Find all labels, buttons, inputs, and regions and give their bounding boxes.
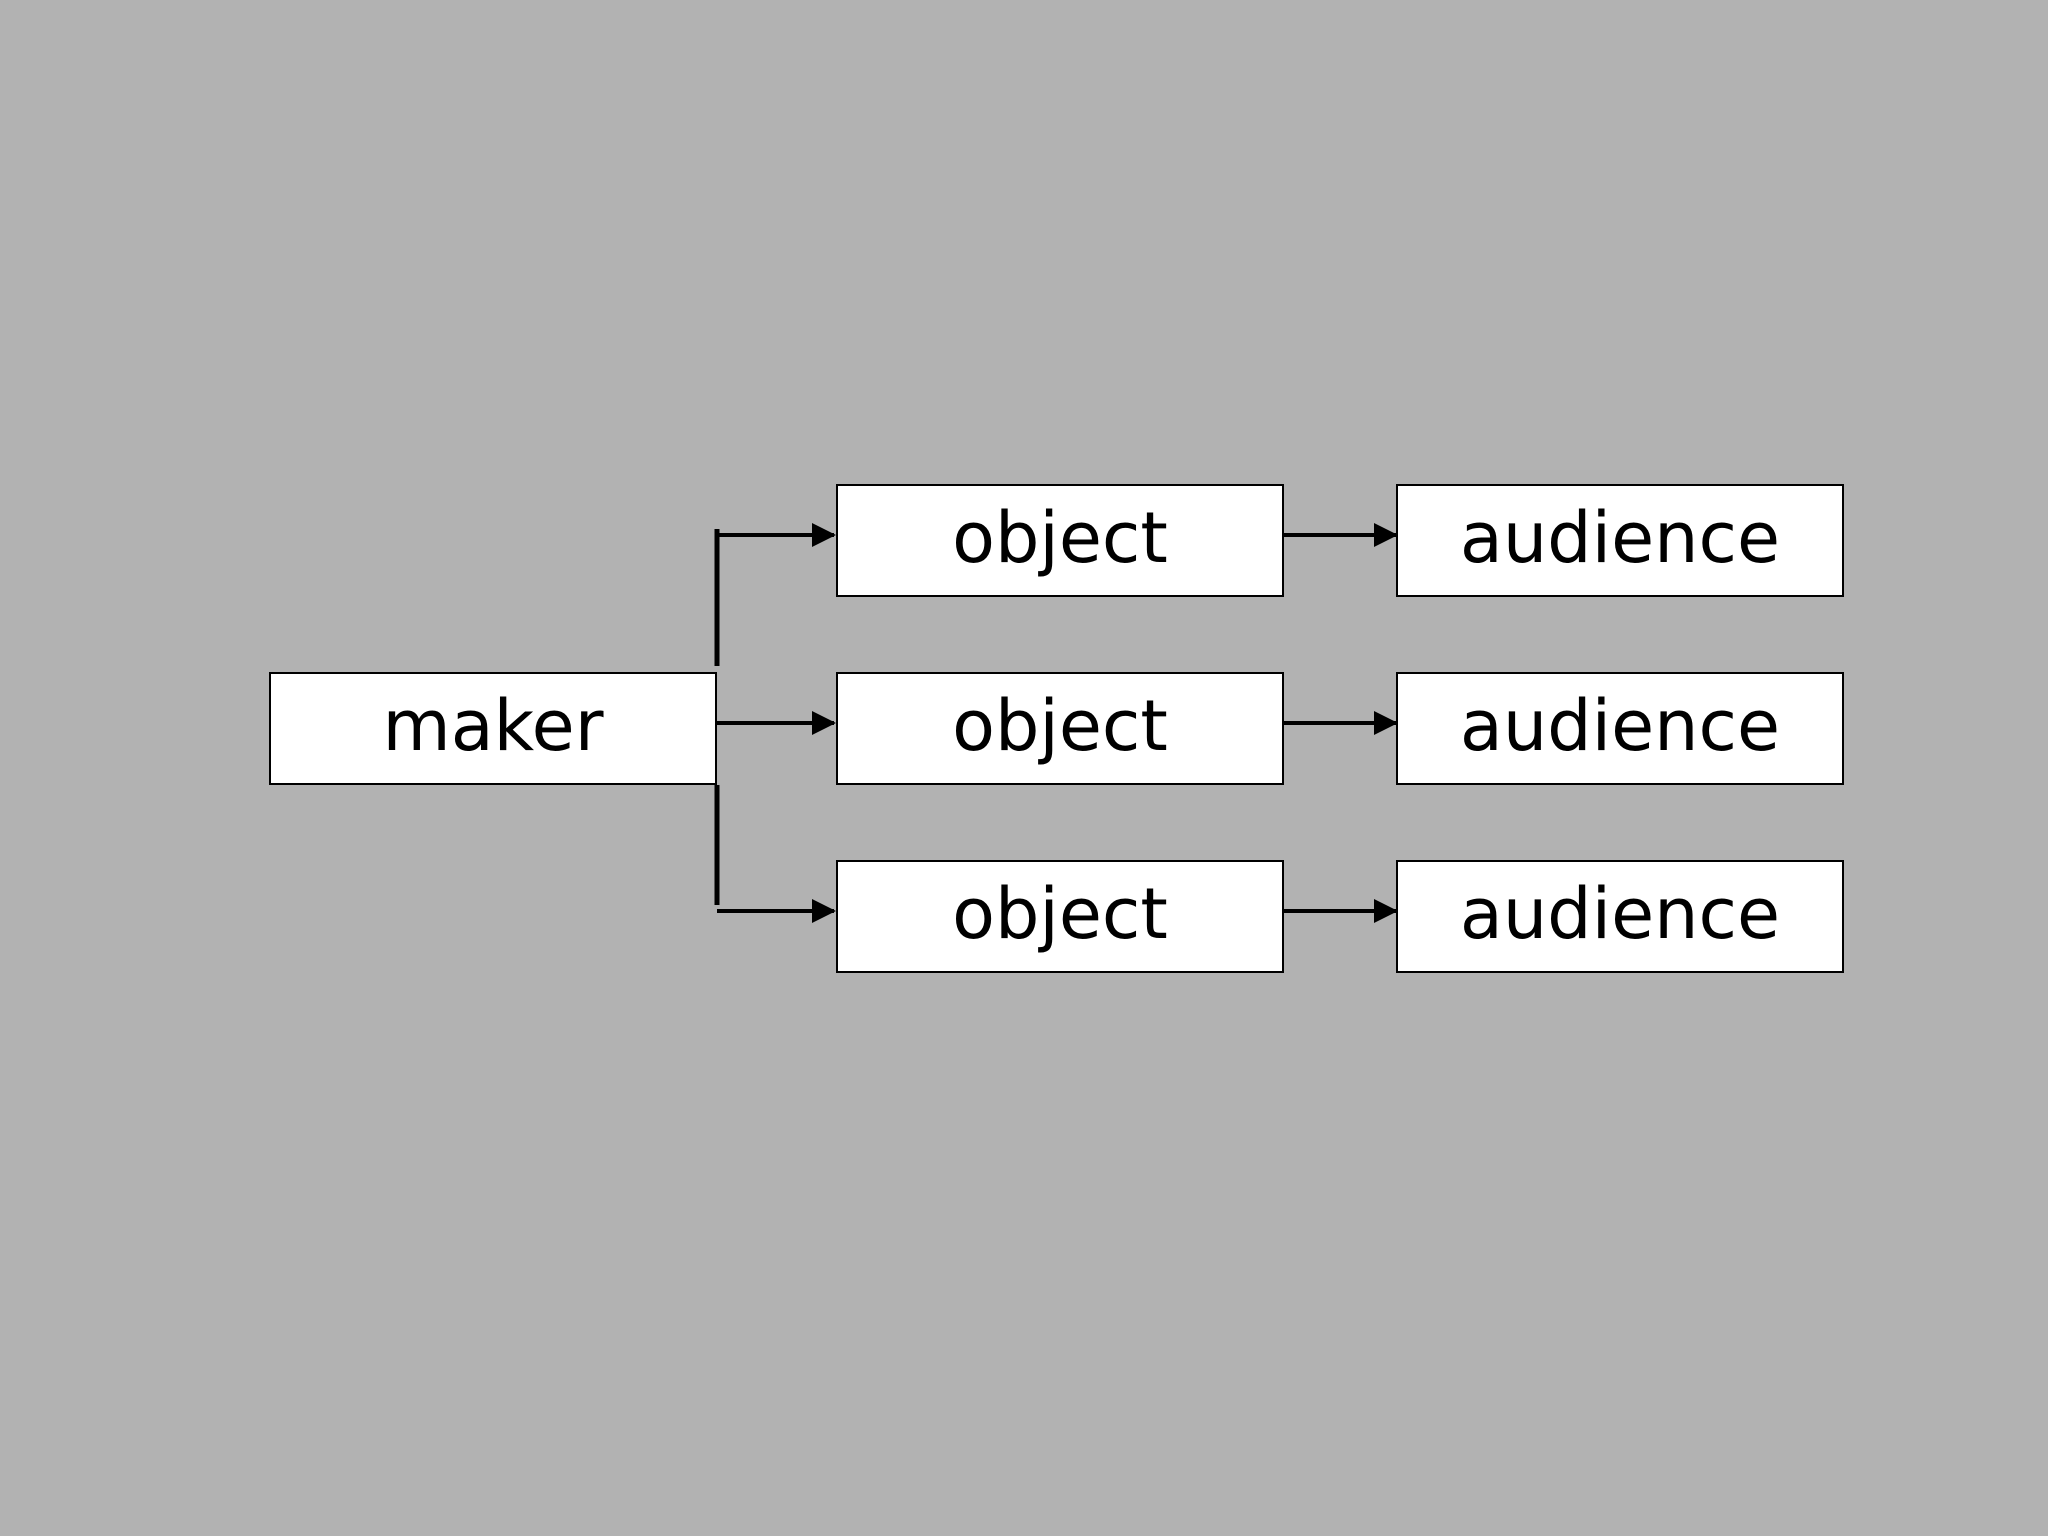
- object-label-1: object: [952, 496, 1168, 579]
- maker-box: maker: [269, 672, 717, 785]
- audience-label-3: audience: [1459, 872, 1781, 955]
- maker-label: maker: [382, 684, 604, 767]
- object-box-2: object: [836, 672, 1284, 785]
- audience-label-2: audience: [1459, 684, 1781, 767]
- audience-label-1: audience: [1459, 496, 1781, 579]
- object-label-2: object: [952, 684, 1168, 767]
- object-label-3: object: [952, 872, 1168, 955]
- audience-box-3: audience: [1396, 860, 1844, 973]
- object-box-3: object: [836, 860, 1284, 973]
- audience-box-2: audience: [1396, 672, 1844, 785]
- object-box-1: object: [836, 484, 1284, 597]
- audience-box-1: audience: [1396, 484, 1844, 597]
